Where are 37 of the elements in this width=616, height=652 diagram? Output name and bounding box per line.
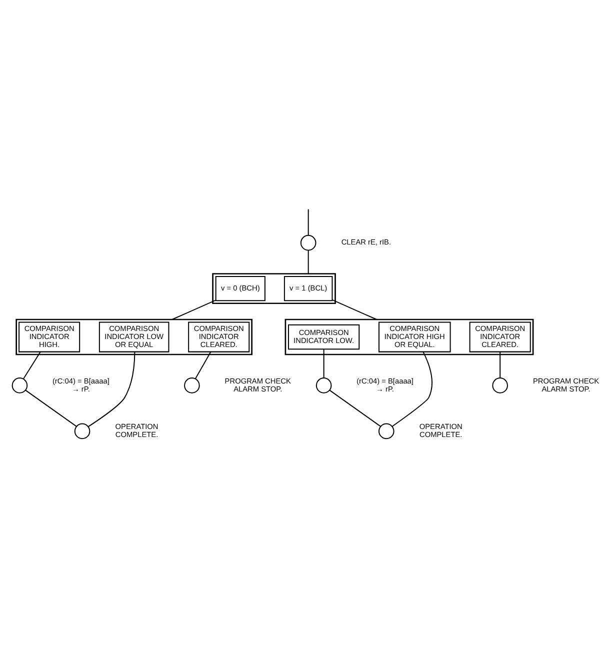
node-label: PROGRAM CHECK ALARM STOP.: [224, 376, 291, 394]
connector: [329, 390, 381, 427]
node-box: COMPARISON INDICATOR HIGH.: [18, 322, 80, 352]
node-circle: [74, 423, 90, 440]
connector: [22, 352, 41, 380]
node-box: COMPARISON INDICATOR HIGH OR EQUAL.: [378, 322, 451, 352]
node-box: COMPARISON INDICATOR LOW OR EQUAL: [98, 322, 170, 352]
connector: [194, 352, 212, 379]
connector: [308, 250, 309, 274]
node-circle: [492, 378, 508, 394]
connector: [332, 299, 377, 320]
connector: [392, 352, 432, 427]
connector: [308, 209, 309, 236]
connector: [172, 300, 216, 320]
node-label: OPERATION COMPLETE.: [419, 422, 462, 440]
node-box: v = 1 (BCL): [284, 276, 333, 302]
node-circle: [12, 378, 28, 394]
cluster: [284, 318, 534, 356]
node-circle: [316, 378, 332, 394]
node-label: OPERATION COMPLETE.: [115, 422, 158, 440]
connector: [323, 349, 324, 378]
node-box: COMPARISON INDICATOR CLEARED.: [469, 322, 531, 352]
node-circle: [378, 423, 394, 440]
node-box: COMPARISON INDICATOR LOW.: [288, 324, 360, 350]
node-label: PROGRAM CHECK ALARM STOP.: [532, 376, 600, 394]
node-label: CLEAR rE, rIB.: [341, 238, 392, 247]
cluster: [212, 273, 336, 304]
connector: [88, 352, 136, 428]
node-label: (rC:04) = B[aaaa] → rP.: [52, 376, 110, 394]
node-circle: [300, 234, 316, 251]
cluster: [16, 318, 252, 356]
connector: [500, 352, 501, 378]
node-box: COMPARISON INDICATOR CLEARED.: [188, 322, 250, 352]
node-box: v = 0 (BCH): [215, 276, 266, 302]
connector: [25, 390, 77, 427]
node-label: (rC:04) = B[aaaa] → rP.: [356, 376, 414, 394]
node-circle: [184, 378, 200, 394]
